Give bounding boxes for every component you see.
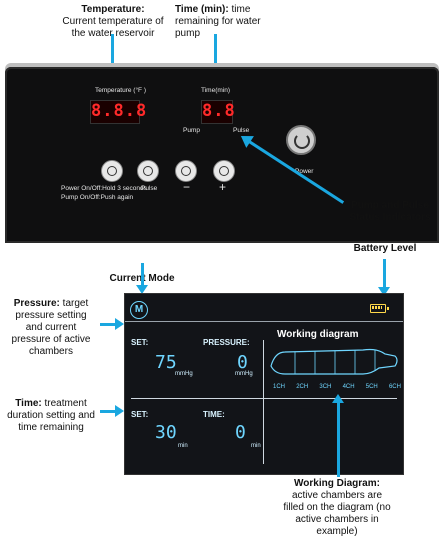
chamber-label-2: 2CH (296, 384, 309, 390)
battery-level-callout-title: Battery Level (353, 243, 417, 254)
temperature-callout-body: Current temperature of the water reservo… (62, 16, 164, 39)
battery-level-callout: Battery Level (335, 243, 435, 255)
chamber-label-5: 5CH (365, 384, 378, 390)
pulse-button[interactable] (137, 160, 159, 182)
set-pressure-value: 75 (155, 352, 177, 373)
power-label: Power (295, 168, 314, 175)
time-min-callout-title: Time (min): (175, 4, 229, 15)
plus-button-label: + (219, 180, 227, 194)
time-min-label: Time(min) (201, 87, 231, 94)
temperature-callout-title: Temperature: (81, 4, 145, 15)
power-hint-2: Pump On/Off:Push again (61, 194, 134, 201)
time-callout-body: treatment duration setting and time rema… (7, 398, 95, 433)
battery-icon (370, 304, 389, 313)
temperature-display: 8.8.8 (90, 100, 146, 124)
chamber-label-3: 3CH (319, 384, 332, 390)
leg-outline (270, 348, 398, 375)
set-time-unit: min (178, 443, 188, 449)
time-remaining-value: 0 (235, 422, 246, 443)
current-mode-arrow (136, 263, 148, 294)
set-pressure-label: SET: (131, 338, 149, 347)
pump-pulse-callout-title: Pump and Pulse Status Indicators (349, 200, 431, 223)
time-remaining-unit: min (251, 443, 261, 449)
chamber-label-6: 6CH (388, 384, 401, 390)
minus-button-label: − (183, 180, 191, 194)
set-pressure-unit: mmHg (175, 371, 193, 377)
mode-indicator-label: M (134, 304, 144, 315)
working-diagram-callout-title: Working Diagram: (294, 478, 380, 489)
lcd-vertical-divider (263, 340, 264, 464)
current-pressure-value: 0 (237, 352, 248, 373)
pulse-button-label: Pulse (141, 185, 158, 192)
working-diagram-title: Working diagram (277, 329, 359, 340)
pump-indicator-label: Pump (183, 127, 200, 134)
plus-button[interactable] (213, 160, 235, 182)
lcd-screen: M SET: 75 mmHg PRESSURE: 0 mmHg Working … (124, 293, 404, 475)
pulse-indicator-label: Pulse (233, 127, 250, 134)
time-display: 8.8 (201, 100, 235, 124)
power-button[interactable] (286, 125, 316, 155)
current-pressure-label: PRESSURE: (203, 338, 250, 347)
chamber-label-4: 4CH (342, 384, 355, 390)
working-diagram-callout-body: active chambers are filled on the diagra… (283, 490, 391, 537)
pressure-arrow (100, 318, 124, 330)
power-pump-button[interactable] (101, 160, 123, 182)
device-control-panel: Temperature (°F ) 8.8.8 Time(min) 8.8 Pu… (5, 67, 439, 243)
set-time-value: 30 (155, 422, 177, 443)
chamber-label-1: 1CH (273, 384, 286, 390)
working-diagram-callout: Working Diagram: active chambers are fil… (282, 478, 392, 538)
time-min-callout: Time (min): time remaining for water pum… (175, 4, 285, 40)
time-callout: Time: treatment duration setting and tim… (6, 398, 96, 434)
pump-pulse-callout: Pump and Pulse Status Indicators (336, 200, 444, 224)
temperature-label: Temperature (°F ) (95, 87, 147, 94)
chamber-labels: 1CH 2CH 3CH 4CH 5CH 6CH (273, 384, 401, 390)
battery-level-arrow (378, 259, 390, 296)
minus-button[interactable] (175, 160, 197, 182)
mode-indicator: M (130, 301, 148, 319)
set-time-label: SET: (131, 410, 149, 419)
time-arrow (100, 405, 124, 417)
time-remaining-label: TIME: (203, 410, 225, 419)
temperature-callout: Temperature: Current temperature of the … (58, 4, 168, 40)
lcd-horizontal-divider (131, 398, 397, 399)
pressure-callout-title: Pressure: (13, 298, 60, 309)
lcd-top-divider (125, 321, 403, 322)
working-diagram-arrow (332, 394, 344, 477)
power-hint-1: Power On/Off:Hold 3 seconds (61, 185, 147, 192)
leg-chamber-diagram (270, 348, 398, 375)
pressure-callout-body: target pressure setting and current pres… (11, 298, 91, 357)
pressure-callout: Pressure: target pressure setting and cu… (6, 298, 96, 358)
current-pressure-unit: mmHg (235, 371, 253, 377)
time-callout-title: Time: (15, 398, 42, 409)
time-min-callout-body: time remaining for water pump (175, 4, 261, 39)
